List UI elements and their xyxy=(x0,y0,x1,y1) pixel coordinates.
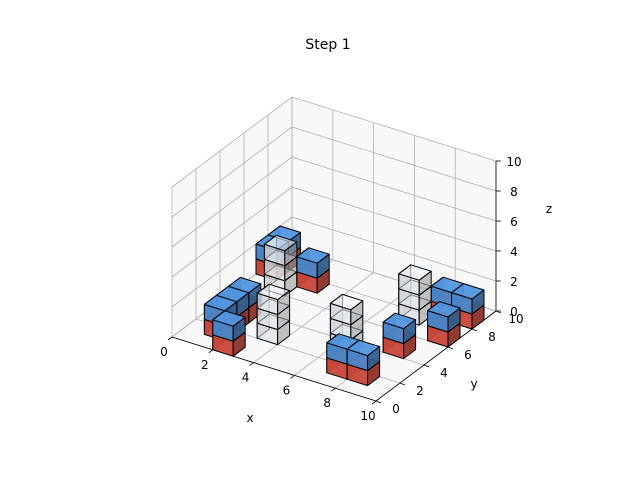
grid-line xyxy=(253,272,374,363)
voxel-top-face xyxy=(451,283,485,300)
voxel-blue xyxy=(203,294,238,327)
x-tick-label: 6 xyxy=(283,383,291,397)
voxel-group xyxy=(203,225,485,387)
y-axis-label: y xyxy=(470,377,477,391)
voxel-top-face xyxy=(256,283,291,301)
voxel-blue xyxy=(212,310,246,342)
grid-line xyxy=(171,126,293,218)
voxel-top-face xyxy=(263,234,298,252)
x-tick xyxy=(330,387,336,392)
voxel-blue xyxy=(451,283,485,315)
x-tick-label: 10 xyxy=(360,409,375,423)
x-tick xyxy=(371,400,377,405)
y-tick-label: 6 xyxy=(464,348,472,362)
voxel-top-face xyxy=(329,293,364,311)
grid-line xyxy=(291,216,497,282)
voxel-top-face xyxy=(346,339,381,357)
z-tick-label: 2 xyxy=(510,275,518,289)
x-tick-label: 2 xyxy=(201,358,209,372)
voxel-top-face xyxy=(203,294,238,312)
voxel-gray xyxy=(263,234,298,267)
x-tick xyxy=(167,336,173,341)
z-axis-label: z xyxy=(546,202,552,216)
x-tick xyxy=(208,349,214,354)
x-tick-label: 0 xyxy=(160,345,168,359)
voxel-top-face xyxy=(382,312,417,330)
grid-line xyxy=(291,126,497,192)
z-tick-label: 4 xyxy=(510,245,518,259)
voxel-top-face xyxy=(398,264,432,281)
grid-line xyxy=(171,186,293,278)
voxel-top-face xyxy=(296,247,330,264)
x-tick xyxy=(249,362,254,366)
grid-line xyxy=(171,156,293,248)
y-tick xyxy=(447,346,454,350)
grid-line xyxy=(291,186,497,252)
y-tick xyxy=(399,382,406,386)
y-tick-label: 0 xyxy=(392,402,400,416)
y-tick xyxy=(471,328,478,332)
y-tick-label: 4 xyxy=(440,366,448,380)
grid-line xyxy=(291,96,497,162)
z-tick-label: 6 xyxy=(510,215,518,229)
voxel-top-face xyxy=(427,301,461,318)
y-tick-label: 2 xyxy=(416,384,424,398)
grid-line xyxy=(171,96,293,188)
voxel-blue xyxy=(427,301,461,333)
voxel-top-face xyxy=(212,310,246,327)
x-axis-label: x xyxy=(246,411,253,425)
grid-line xyxy=(291,156,497,222)
chart-title: Step 1 xyxy=(305,37,350,53)
y-tick-label: 10 xyxy=(508,312,523,326)
z-tick-label: 10 xyxy=(506,155,521,169)
z-tick-label: 0 xyxy=(510,305,518,319)
x-axis-line xyxy=(171,336,377,402)
y-tick xyxy=(423,364,430,368)
voxel-blue xyxy=(382,312,417,345)
voxel-gray xyxy=(256,283,291,316)
back-pane xyxy=(292,97,496,311)
voxel-blue xyxy=(346,339,381,372)
x-tick-label: 8 xyxy=(323,396,331,410)
y-tick xyxy=(375,400,382,404)
voxel-gray xyxy=(329,293,364,326)
z-tick-label: 8 xyxy=(510,185,518,199)
x-tick xyxy=(290,375,295,379)
voxel-gray xyxy=(398,264,432,296)
left-pane xyxy=(172,97,292,337)
x-tick-label: 4 xyxy=(242,371,250,385)
y-tick-label: 8 xyxy=(488,330,496,344)
